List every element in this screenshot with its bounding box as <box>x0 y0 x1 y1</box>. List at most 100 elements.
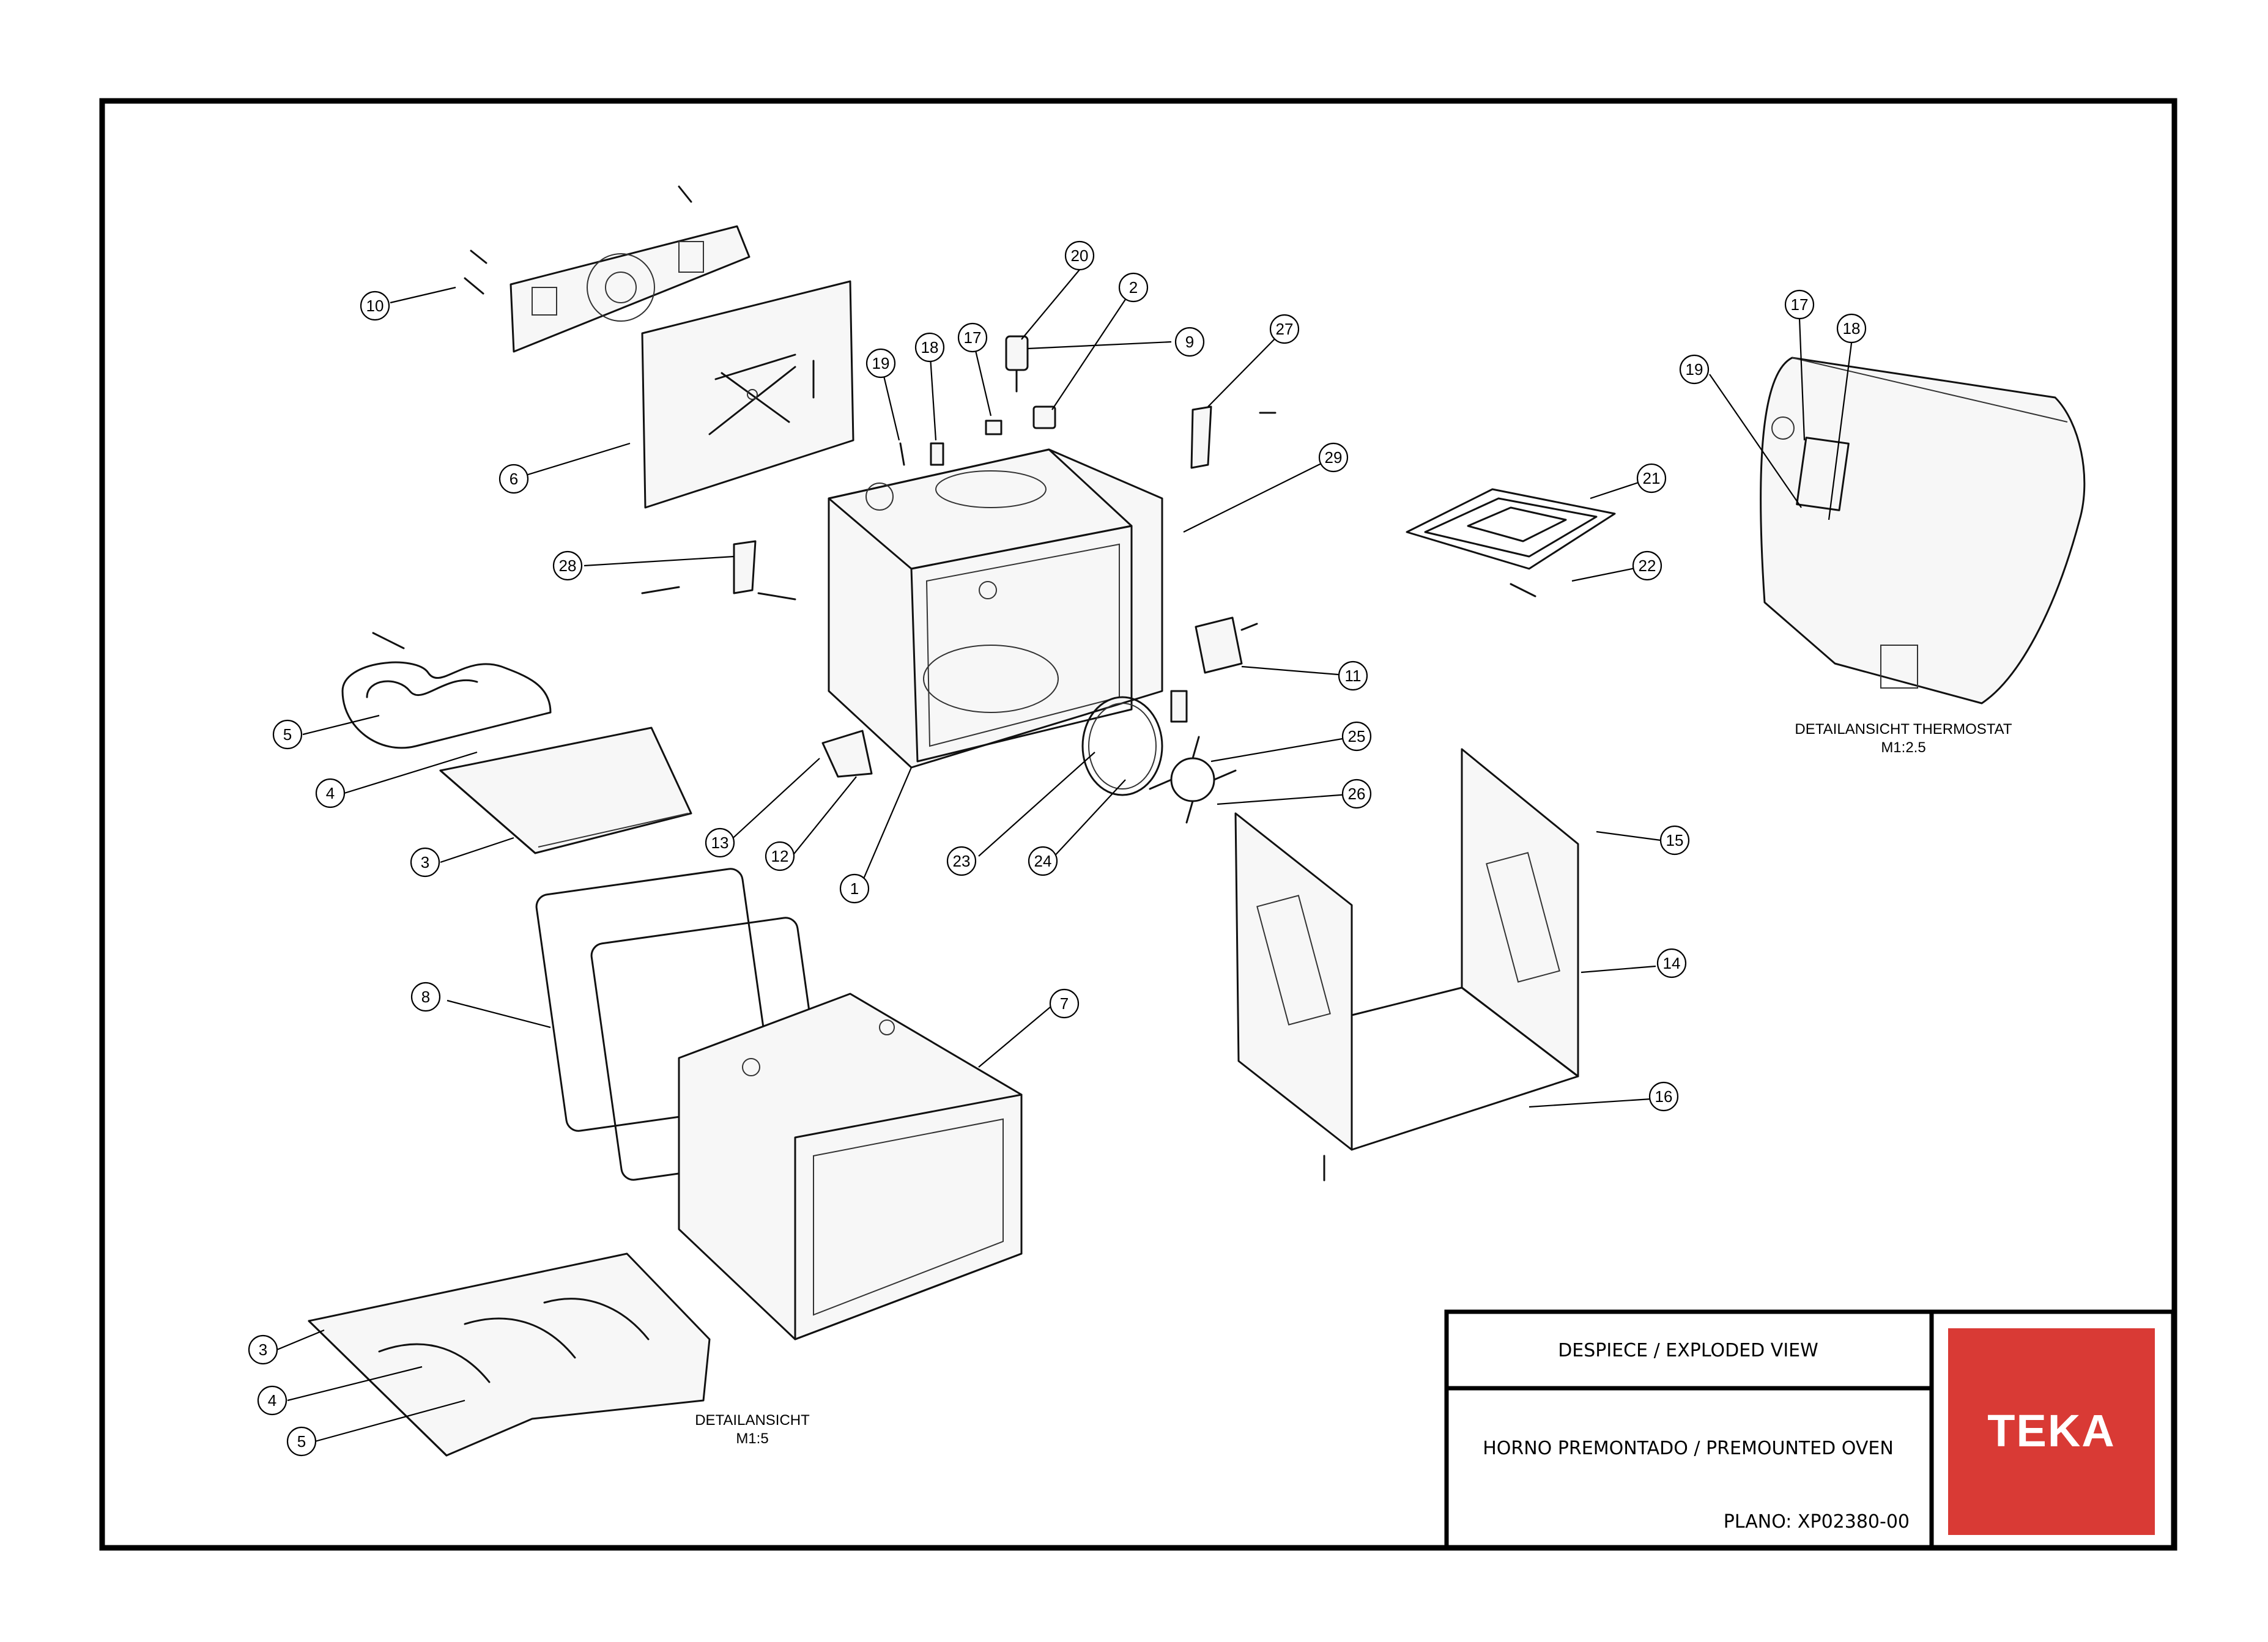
callout-circle <box>410 847 440 878</box>
callout-circle <box>498 464 529 494</box>
callout-circle <box>257 1385 287 1416</box>
callout-circle <box>957 322 988 353</box>
callout-number: 11 <box>1345 667 1362 685</box>
part-door-hinge-28 <box>641 540 796 601</box>
callout-c23: 23 <box>946 846 977 876</box>
callout-number: 20 <box>1071 246 1089 265</box>
part-fan-blade <box>1149 736 1237 824</box>
callout-c3b: 3 <box>248 1334 278 1365</box>
callout-number: 10 <box>366 297 384 315</box>
callout-number: 1 <box>850 879 859 898</box>
callout-c10: 10 <box>360 290 390 321</box>
callout-number: 15 <box>1666 831 1684 849</box>
part-small-clip-17 <box>985 420 1002 435</box>
callout-number: 5 <box>283 725 292 744</box>
part-door-hinge-27 <box>1190 405 1277 469</box>
callout-c9: 9 <box>1174 327 1205 357</box>
callout-c4b: 4 <box>257 1385 287 1416</box>
callout-circle <box>865 348 896 379</box>
callout-c1: 1 <box>839 873 870 904</box>
teka-logo-box <box>1948 1328 2155 1535</box>
callout-circle <box>765 841 795 871</box>
callout-number: 7 <box>1060 994 1069 1013</box>
callout-c6: 6 <box>498 464 529 494</box>
part-thermostat-knob <box>1005 335 1029 393</box>
callout-circle <box>1784 289 1815 320</box>
callout-circle <box>1636 463 1667 494</box>
callout-circle <box>1269 314 1300 344</box>
thermostat-detail-scale: M1:2.5 <box>1881 739 1925 756</box>
callout-circle <box>552 550 583 581</box>
callout-number: 8 <box>421 988 430 1006</box>
callout-number: 25 <box>1348 727 1366 745</box>
callout-c3a: 3 <box>410 847 440 878</box>
callout-number: 14 <box>1663 954 1681 972</box>
callout-circle <box>1341 721 1372 752</box>
callout-circle <box>1341 778 1372 809</box>
callout-c22: 22 <box>1632 550 1662 581</box>
callout-number: 22 <box>1639 557 1656 575</box>
callout-circle <box>315 778 346 808</box>
callout-number: 24 <box>1034 852 1052 870</box>
part-oven-cavity <box>828 448 1163 769</box>
part-control-board <box>464 185 750 353</box>
callout-number: 3 <box>421 853 429 871</box>
callout-circle <box>1049 988 1080 1019</box>
part-terminal-block <box>1195 616 1258 674</box>
callout-circle <box>286 1426 317 1457</box>
part-outer-chassis <box>1234 748 1579 1182</box>
callout-circle <box>914 332 945 363</box>
callout-number: 2 <box>1129 278 1138 297</box>
callout-number: 21 <box>1643 469 1661 487</box>
callout-circle <box>410 982 441 1012</box>
part-bottom-heating-element <box>341 632 552 749</box>
grill-detail-scale: M1:5 <box>736 1430 768 1447</box>
title-block-plan-number: PLANO: XP02380-00 <box>1724 1511 1910 1533</box>
callout-number: 18 <box>1843 319 1861 338</box>
callout-c4a: 4 <box>315 778 346 808</box>
callout-c15: 15 <box>1659 825 1690 856</box>
callout-c25: 25 <box>1341 721 1372 752</box>
callout-c19a: 19 <box>865 348 896 379</box>
part-outer-casing <box>678 993 1023 1341</box>
callout-number: 9 <box>1185 333 1194 351</box>
callout-number: 23 <box>953 852 971 870</box>
callout-c5a: 5 <box>272 719 303 750</box>
callout-circle <box>705 827 735 858</box>
callout-number: 27 <box>1276 320 1294 338</box>
title-block: DESPIECE / EXPLODED VIEW HORNO PREMONTAD… <box>1444 1309 2176 1550</box>
callout-c19b: 19 <box>1679 354 1710 385</box>
callout-c8: 8 <box>410 982 441 1012</box>
callout-c13: 13 <box>705 827 735 858</box>
callout-circle <box>1656 948 1687 978</box>
callout-circle <box>1632 550 1662 581</box>
drawing-frame <box>99 98 2177 1551</box>
callout-c24: 24 <box>1028 846 1058 876</box>
callout-circle <box>1118 272 1149 303</box>
callout-number: 18 <box>921 338 939 357</box>
thermostat-detail-view <box>1760 357 2086 705</box>
thermostat-detail-title: DETAILANSICHT THERMOSTAT <box>1795 721 2012 738</box>
part-bottom-tray <box>439 727 692 854</box>
callout-number: 13 <box>711 834 729 852</box>
leader-lines <box>276 269 1853 1443</box>
callout-c16: 16 <box>1648 1081 1679 1112</box>
part-side-bracket <box>821 730 873 778</box>
title-block-title: DESPIECE / EXPLODED VIEW <box>1558 1340 1818 1361</box>
callout-number: 6 <box>510 470 518 488</box>
callout-circle <box>1064 240 1095 271</box>
callout-c14: 14 <box>1656 948 1687 978</box>
callout-number: 17 <box>1791 295 1809 314</box>
callout-circle <box>1679 354 1710 385</box>
callout-circle <box>1659 825 1690 856</box>
callout-c11: 11 <box>1338 660 1368 691</box>
callout-c17b: 17 <box>1784 289 1815 320</box>
callout-circle <box>1174 327 1205 357</box>
title-block-product: HORNO PREMONTADO / PREMOUNTED OVEN <box>1483 1438 1894 1459</box>
callout-c18b: 18 <box>1836 313 1867 344</box>
callout-circle <box>272 719 303 750</box>
part-lamp-holder <box>1032 405 1056 429</box>
callout-c21: 21 <box>1636 463 1667 494</box>
